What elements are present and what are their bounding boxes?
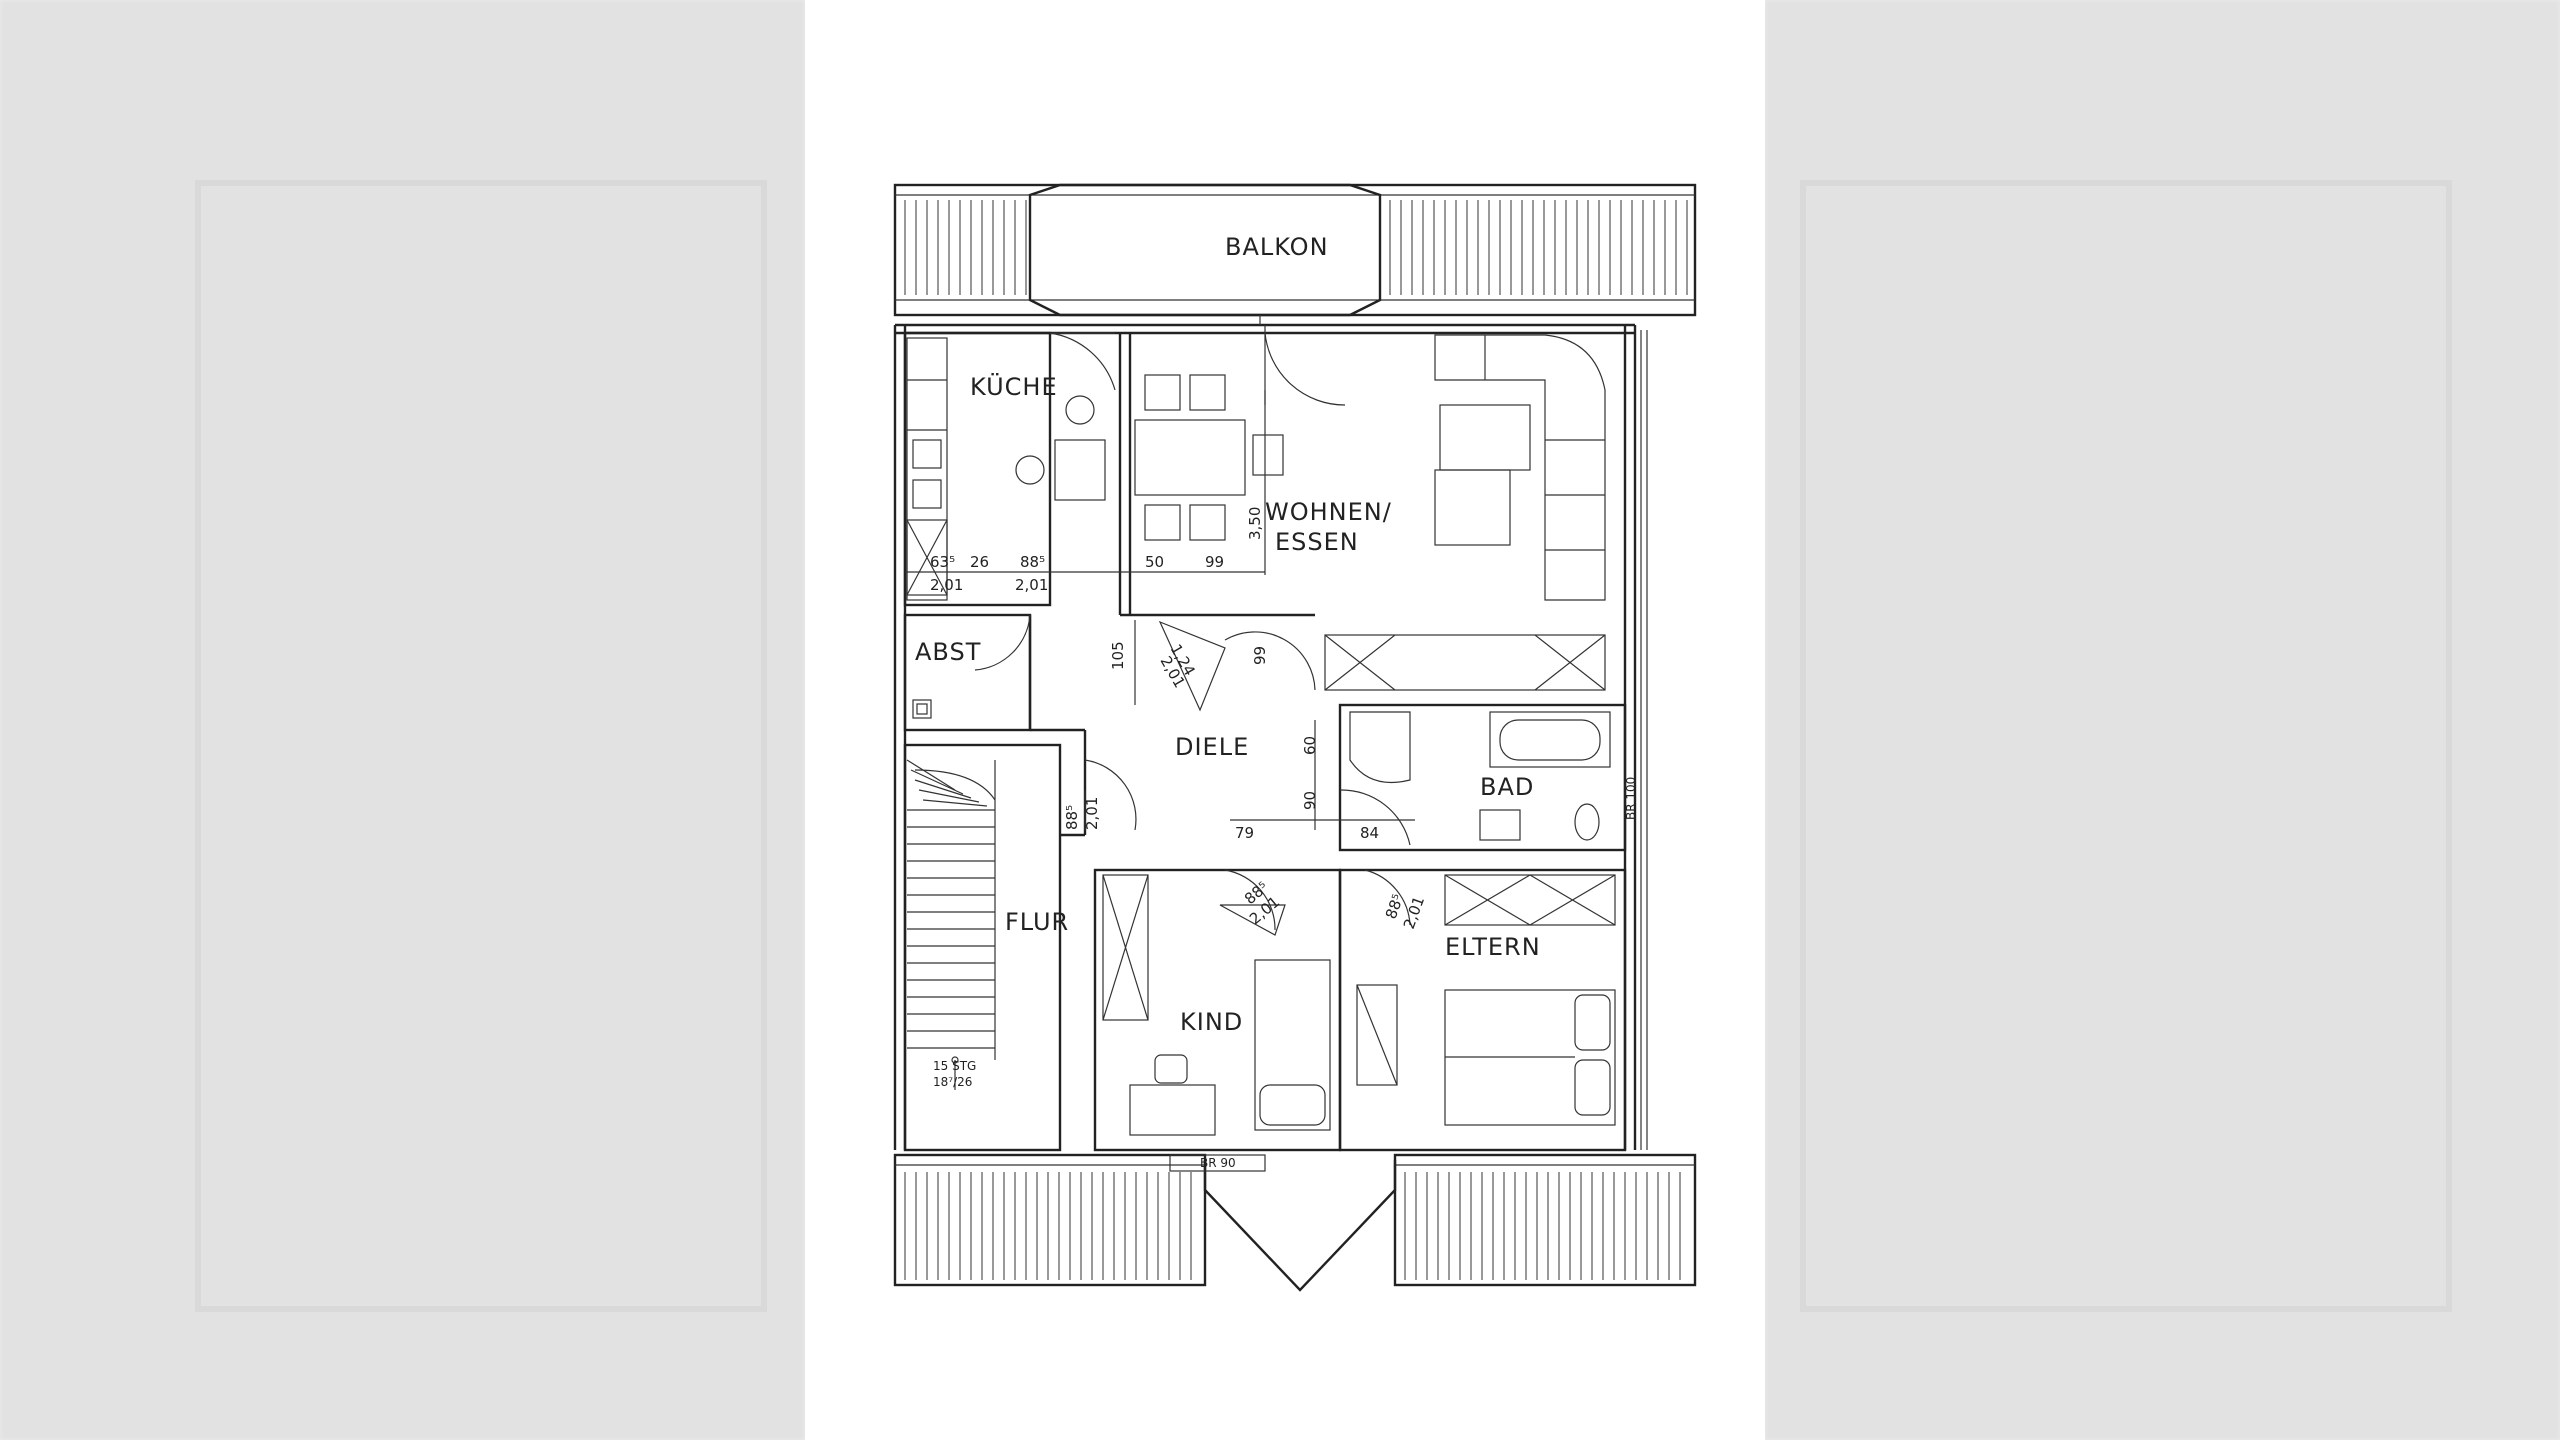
dim-60: 60 xyxy=(1301,736,1319,755)
blurred-background-left xyxy=(0,0,805,1440)
floor-plan-drawing: KÜCHE WOHNEN/ ESSEN BALKON xyxy=(893,183,1697,1292)
floor-plan-panel: KÜCHE WOHNEN/ ESSEN BALKON xyxy=(805,0,1765,1440)
living-dining xyxy=(1118,315,1606,691)
room-label-diele: DIELE xyxy=(1175,733,1249,761)
dim-105: 105 xyxy=(1109,641,1127,670)
blurred-plan-ghost-left xyxy=(195,180,767,1312)
dimension-annotations xyxy=(905,390,1415,830)
dim-88-5-b: 88⁵ xyxy=(1063,805,1081,830)
room-label-eltern: ELTERN xyxy=(1445,933,1541,961)
parents-room xyxy=(1338,868,1627,1152)
dim-99-b: 99 xyxy=(1251,646,1269,665)
balcony xyxy=(1028,183,1382,317)
blurred-background-right xyxy=(1765,0,2560,1440)
roof-strip-top xyxy=(893,183,1697,317)
dim-88-5-a: 88⁵ xyxy=(1020,553,1045,571)
room-label-abst: ABST xyxy=(915,638,981,666)
dim-90: 90 xyxy=(1301,791,1319,810)
exterior-walls xyxy=(893,323,1648,1150)
room-label-kind: KIND xyxy=(1180,1008,1243,1036)
dim-2-01-d: 2,01 xyxy=(1083,797,1101,830)
room-label-wohnen-line1: WOHNEN/ xyxy=(1265,498,1392,526)
dim-99-a: 99 xyxy=(1205,553,1224,571)
dim-3-50: 3,50 xyxy=(1246,507,1264,540)
dim-26: 26 xyxy=(970,553,989,571)
room-label-balkon: BALKON xyxy=(1225,233,1329,261)
room-label-wohnen-line2: ESSEN xyxy=(1275,528,1359,556)
room-label-bad: BAD xyxy=(1480,773,1534,801)
stair-steps-label: 15 STG xyxy=(933,1059,976,1073)
window-br-100: BR 100 xyxy=(1624,777,1638,820)
dim-63-5: 63⁵ xyxy=(930,553,955,571)
storage-room xyxy=(903,613,1032,732)
room-label-flur: FLUR xyxy=(1005,908,1069,936)
room-label-kueche: KÜCHE xyxy=(970,372,1058,401)
kitchen xyxy=(903,331,1116,607)
bathroom xyxy=(1338,703,1627,852)
dim-2-01-b: 2,01 xyxy=(1015,576,1048,594)
roof-strip-bottom xyxy=(893,1153,1697,1292)
dim-2-01-a: 2,01 xyxy=(930,576,963,594)
stair-ratio-label: 18⁷/26 xyxy=(933,1075,972,1089)
dim-79: 79 xyxy=(1235,824,1254,842)
dim-50: 50 xyxy=(1145,553,1164,571)
dim-84: 84 xyxy=(1360,824,1379,842)
blurred-plan-ghost-right xyxy=(1800,180,2452,1312)
stairwell xyxy=(903,743,1062,1152)
window-br-90: BR 90 xyxy=(1200,1156,1236,1170)
